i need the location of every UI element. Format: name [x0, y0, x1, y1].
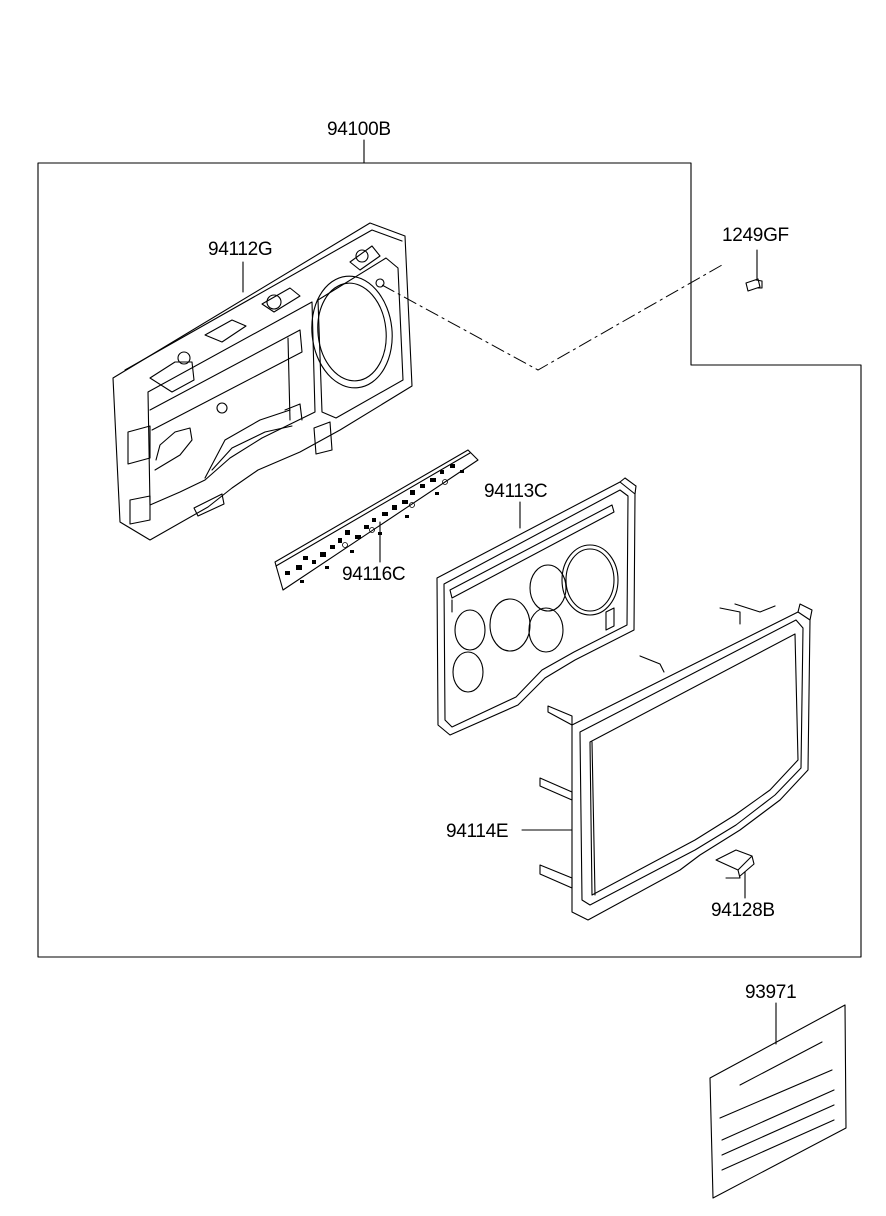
label-clip: 94128B: [711, 900, 775, 921]
label-circuit-board: 94116C: [342, 564, 406, 585]
label-label-sheet: 93971: [745, 982, 797, 1003]
lens-cover-drawing: [521, 603, 813, 921]
label-face-plate: 94113C: [484, 481, 548, 502]
label-assembly: 94100B: [327, 119, 391, 140]
circuit-board-drawing: [274, 449, 479, 591]
screw-drawing: [745, 249, 763, 292]
label-screw: 1249GF: [722, 225, 789, 246]
screw-alignment-line: [381, 264, 723, 371]
assembly-boundary: [37, 139, 862, 958]
label-case: 94112G: [208, 239, 273, 260]
face-plate-drawing: [436, 477, 637, 736]
clip-drawing: [715, 849, 755, 899]
label-sheet-drawing: [709, 1002, 847, 1199]
label-lens-cover: 94114E: [446, 821, 509, 842]
case-drawing: [112, 222, 413, 541]
